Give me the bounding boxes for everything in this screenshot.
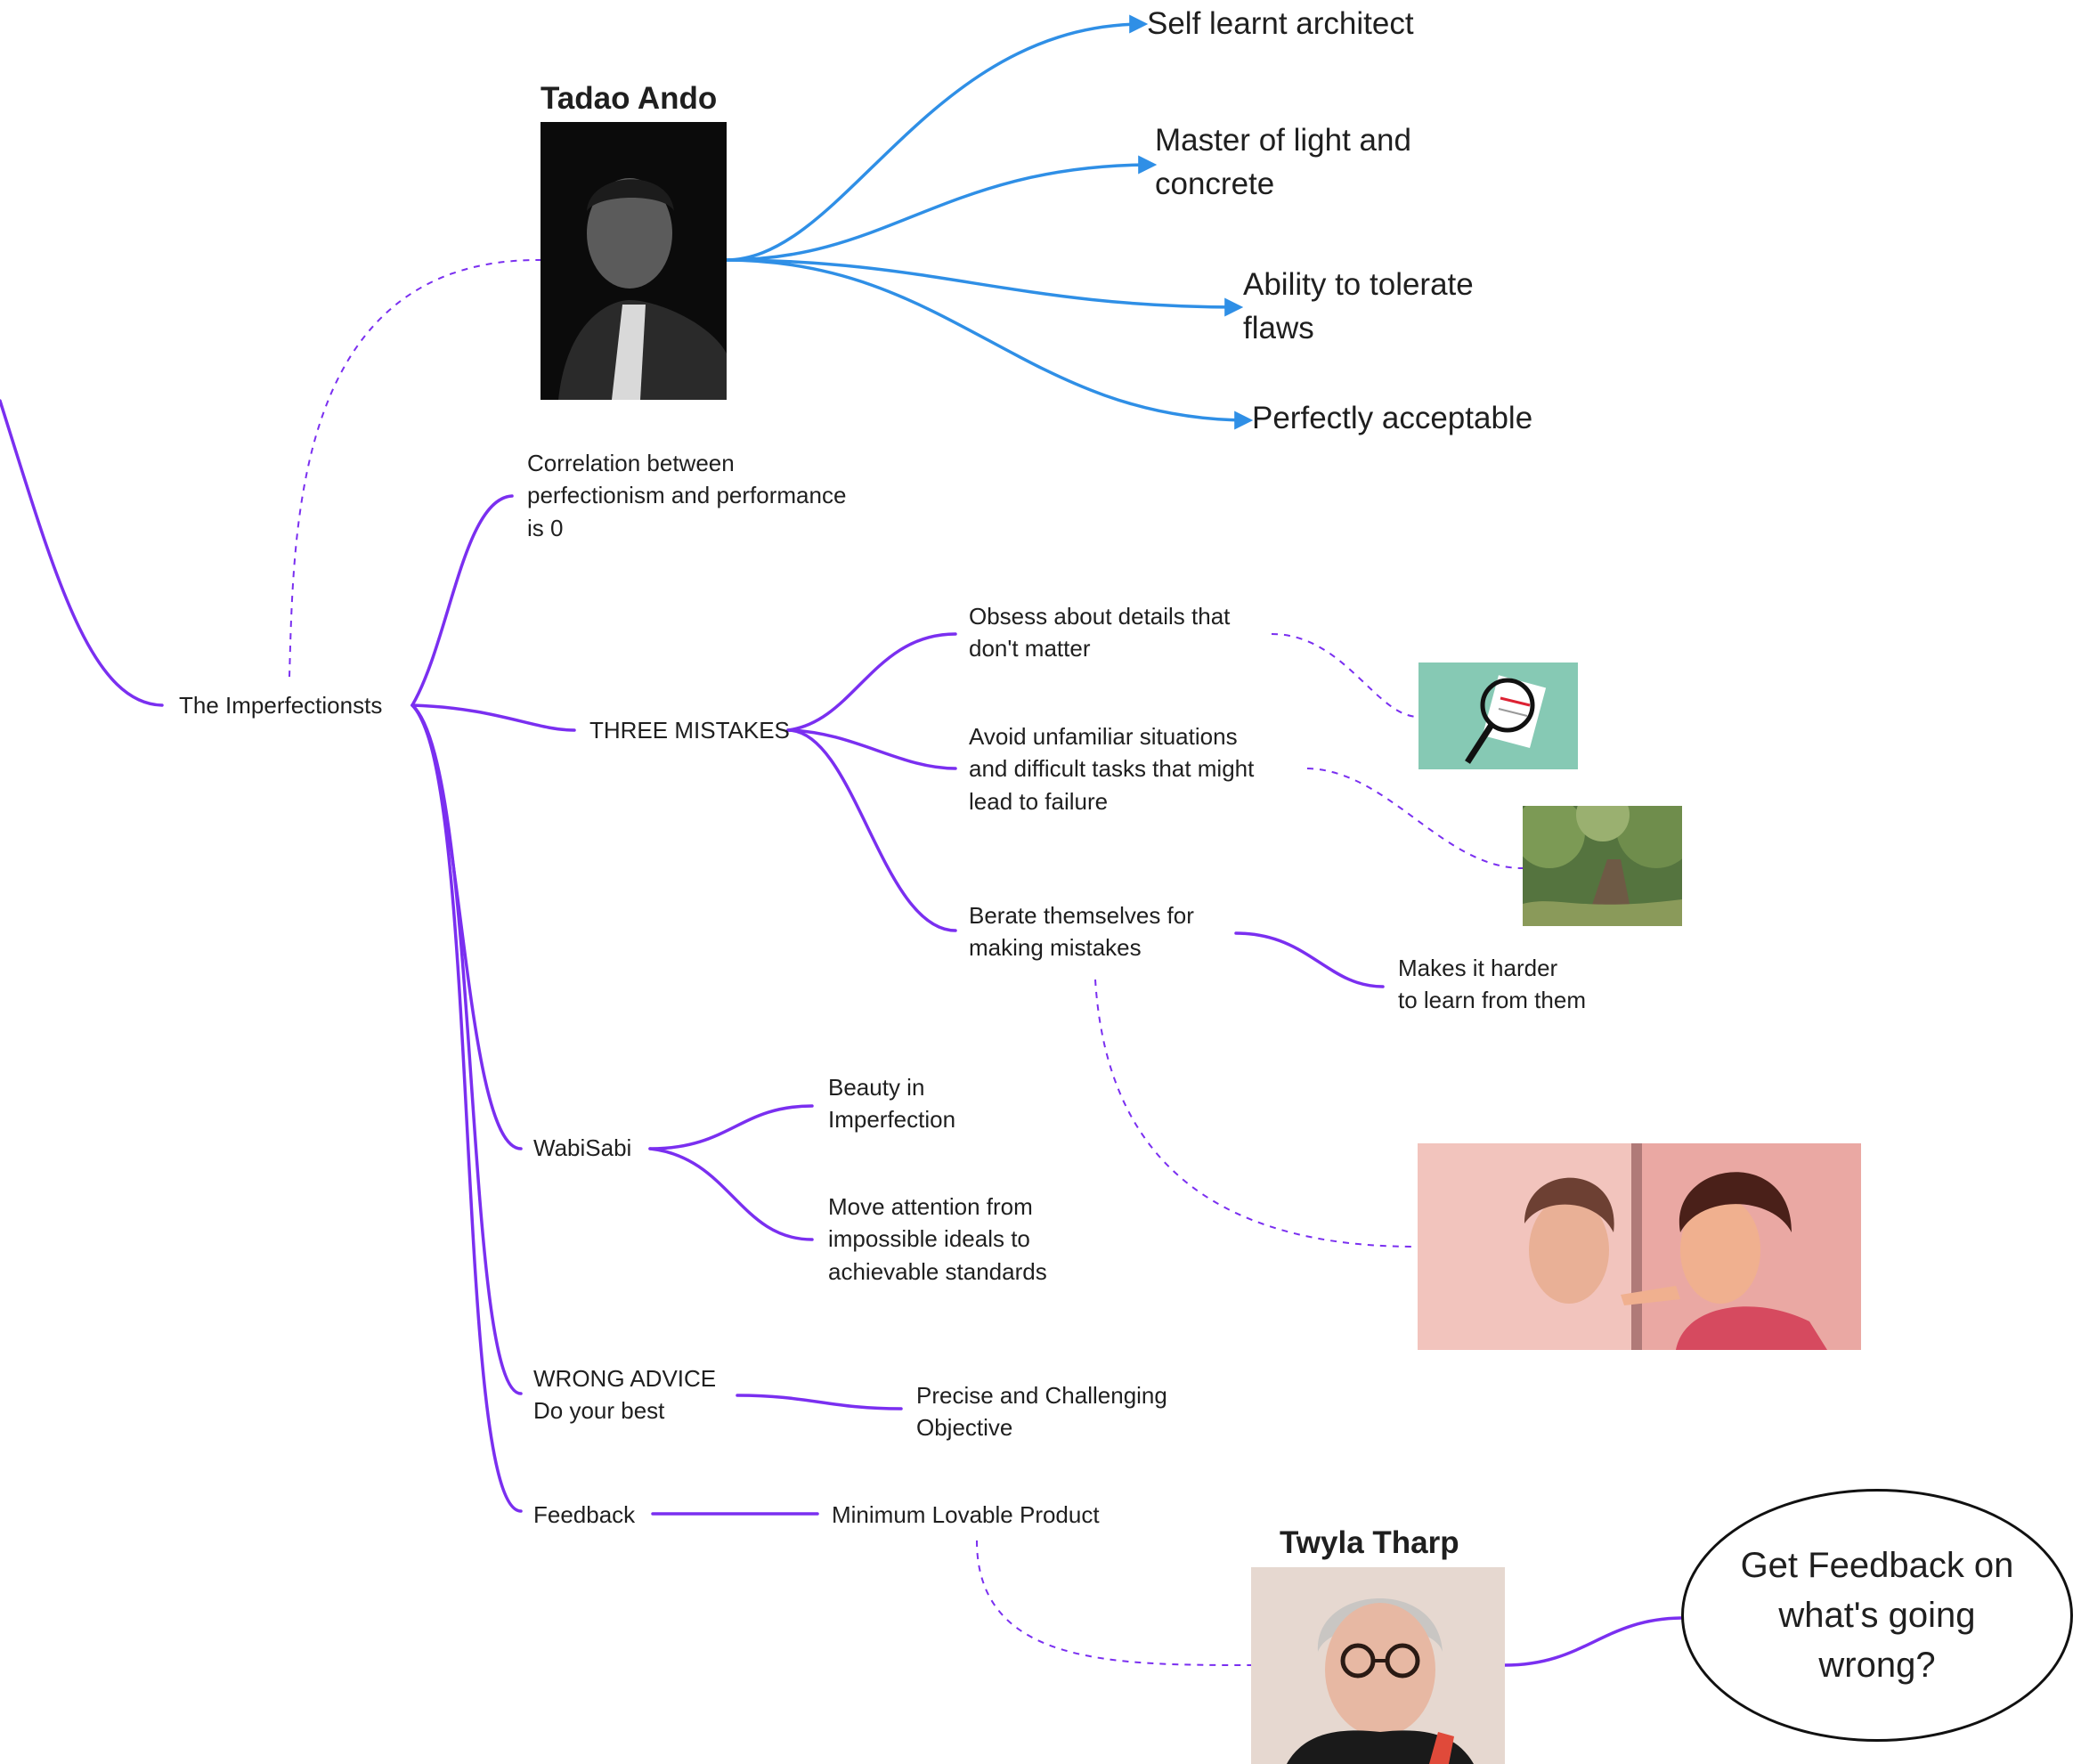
connector-root-to-feedback <box>411 703 523 1513</box>
dashed-link-avoid-to-image <box>1306 768 1524 869</box>
consequence-harder-to-learn[interactable]: Makes it harder to learn from them <box>1398 955 1586 1014</box>
connector-wabisabi-to-beauty <box>648 1104 814 1150</box>
dashed-link-obsess-to-image <box>1271 633 1419 718</box>
connector-root-to-wabisabi <box>411 703 523 1150</box>
root-node-label[interactable]: The Imperfectionsts <box>179 692 383 719</box>
connector-root-to-correlation <box>411 494 514 707</box>
dashed-link-berate-to-image <box>1094 979 1417 1248</box>
ando-trait-self-learnt: Self learnt architect <box>1147 6 1414 41</box>
three-mistakes-node[interactable]: THREE MISTAKES <box>589 717 790 744</box>
ando-trait-perfectly-acceptable: Perfectly acceptable <box>1252 401 1533 435</box>
connector-offscreen-to-root <box>0 399 164 707</box>
feedback-speech-bubble: Get Feedback on what's going wrong? <box>1681 1489 2073 1742</box>
connector-root-to-three-mistakes <box>411 703 576 732</box>
ando-name: Tadao Ando <box>541 81 718 116</box>
mistake-avoid-unfamiliar[interactable]: Avoid unfamiliar situations and difficul… <box>969 723 1255 815</box>
wabisabi-node[interactable]: WabiSabi <box>533 1134 632 1161</box>
mistake-berate-themselves[interactable]: Berate themselves for making mistakes <box>969 902 1194 962</box>
connector-mistakes-to-obsess <box>786 632 957 732</box>
dashed-link-mlp-to-tharp <box>976 1540 1252 1666</box>
wabisabi-beauty-imperfection[interactable]: Beauty in Imperfection <box>828 1074 956 1134</box>
dashed-link-root-to-ando <box>289 258 541 678</box>
connector-berate-to-consequence <box>1234 931 1385 988</box>
connector-mistakes-to-berate <box>786 728 957 932</box>
connector-wrong-advice-to-objective <box>736 1394 903 1410</box>
ando-trait-tolerate-flaws: Ability to tolerate flaws <box>1243 267 1474 345</box>
forest-path-image <box>1523 806 1682 926</box>
ando-portrait-image <box>541 122 727 400</box>
connector-wabisabi-to-attention <box>648 1147 814 1241</box>
mistake-obsess-details[interactable]: Obsess about details that don't matter <box>969 603 1231 663</box>
precise-objective-node[interactable]: Precise and Challenging Objective <box>916 1382 1167 1442</box>
wrong-advice-node[interactable]: WRONG ADVICE Do your best <box>533 1365 717 1425</box>
tharp-name: Twyla Tharp <box>1280 1525 1459 1560</box>
arrow-ando-tolerate-flaws <box>725 258 1244 317</box>
magnifier-illustration-image <box>1418 663 1578 769</box>
connector-root-to-wrong-advice <box>411 703 523 1395</box>
arrow-ando-perfectly-acceptable <box>725 258 1254 430</box>
feedback-node[interactable]: Feedback <box>533 1501 636 1528</box>
tharp-portrait-image <box>1251 1567 1505 1764</box>
arrow-ando-master-light <box>725 155 1158 262</box>
mirror-berating-illustration-image <box>1418 1143 1861 1350</box>
correlation-node[interactable]: Correlation between perfectionism and pe… <box>527 450 847 541</box>
connector-mistakes-to-avoid <box>786 728 957 770</box>
wabisabi-move-attention[interactable]: Move attention from impossible ideals to… <box>828 1193 1047 1285</box>
arrow-ando-self-learnt <box>725 14 1149 262</box>
connector-tharp-to-bubble <box>1503 1616 1683 1667</box>
ando-trait-master-light: Master of light and concrete <box>1155 123 1411 201</box>
minimum-lovable-product-node[interactable]: Minimum Lovable Product <box>832 1501 1100 1528</box>
feedback-bubble-text: Get Feedback on what's going wrong? <box>1740 1546 2014 1685</box>
